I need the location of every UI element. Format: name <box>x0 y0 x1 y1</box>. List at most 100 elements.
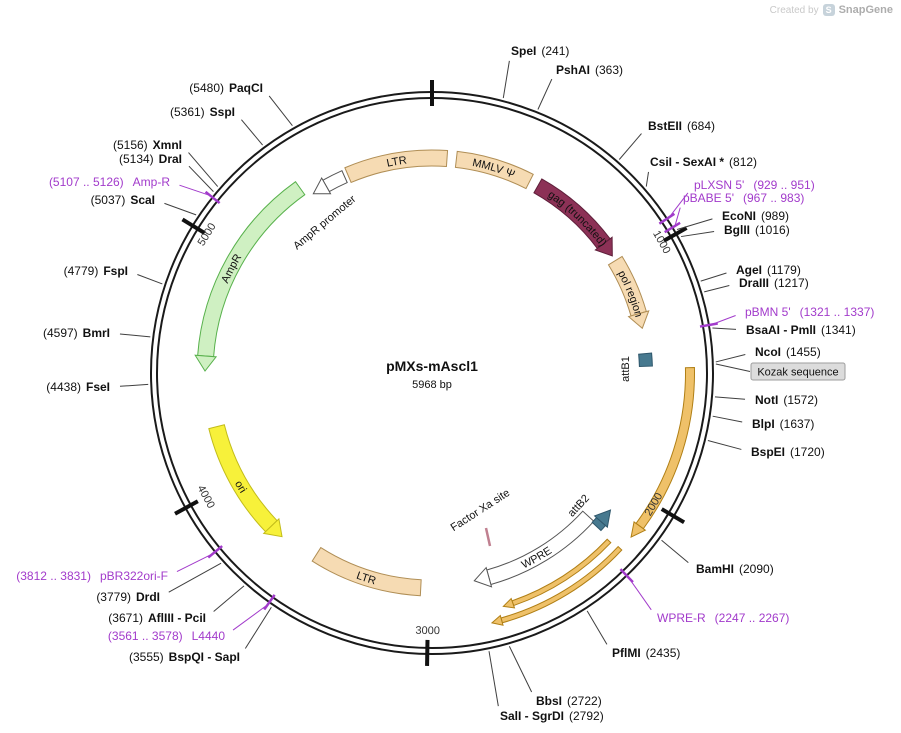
site-label-part2: (363) <box>595 63 623 77</box>
site-label-part1: pLXSN 5' <box>694 178 744 192</box>
feature-body-insert-arc <box>635 366 695 530</box>
site-label-part2: (2247 .. 2267) <box>715 611 790 625</box>
site-label-part2: ScaI <box>130 193 155 207</box>
feature-attb1: attB1 <box>620 352 653 382</box>
site-label-part2: (1321 .. 1337) <box>800 305 875 319</box>
site-label-part1: BglII <box>724 223 750 237</box>
leader-line-22 <box>232 604 268 631</box>
site-label-part2: XmnI <box>153 138 182 152</box>
watermark-brand: SnapGene <box>838 4 893 16</box>
site-label-sspi: (5361)SspI <box>170 105 235 119</box>
site-label-part1: SalI - SgrDI <box>500 709 564 723</box>
site-label-part2: (1217) <box>774 276 809 290</box>
leader-line-7 <box>681 231 715 238</box>
site-label-fsei: (4438)FseI <box>46 380 110 394</box>
leader-line-13 <box>714 396 746 400</box>
site-labels: SpeI(241)PshAI(363)BstEII(684)CsiI - Sex… <box>16 44 874 723</box>
leader-line-0 <box>502 60 510 99</box>
feature-body-mmlv-psi <box>454 150 534 190</box>
site-label-pbr322ori-f: (3812 .. 3831)pBR322ori-F <box>16 569 168 583</box>
feature-label-ampr-promoter: AmpR promoter <box>291 193 358 252</box>
site-label-part1: (3555) <box>129 650 164 664</box>
site-label-paqci: (5480)PaqCI <box>189 81 263 95</box>
site-label-part2: (1016) <box>755 223 790 237</box>
site-label-drdi: (3779)DrdI <box>96 590 160 604</box>
site-label-plxsn-5: pLXSN 5'(929 .. 951) <box>694 178 815 192</box>
leader-line-24 <box>168 562 222 593</box>
site-label-part2: (1179) <box>767 263 801 277</box>
feature-arrowhead-insert-arrow-inner <box>502 597 516 609</box>
site-label-pshai: PshAI(363) <box>556 63 623 77</box>
feature-arrowhead-insert-arc <box>630 521 647 538</box>
primer-mark-22 <box>263 594 276 611</box>
feature-arrowhead-ampr <box>194 354 218 372</box>
feature-pol-region: pol region <box>607 255 650 330</box>
feature-arrowhead-ampr-promoter <box>312 177 332 195</box>
site-label-part2: FspI <box>103 264 128 278</box>
kozak-leader-line <box>715 363 751 372</box>
site-label-part2: (2435) <box>646 646 681 660</box>
site-label-part1: BspEI <box>751 445 785 459</box>
feature-label-text-ltr-3prime: LTR <box>355 570 378 587</box>
site-label-pbmn-5: pBMN 5'(1321 .. 1337) <box>745 305 874 319</box>
primer-mark-25 <box>207 545 223 559</box>
leader-line-19 <box>508 646 533 693</box>
site-label-part1: (5156) <box>113 138 148 152</box>
leader-line-25 <box>176 553 214 572</box>
feature-body-ltr-5prime <box>344 149 449 184</box>
site-label-pflmi: PflMI(2435) <box>612 646 680 660</box>
site-label-part2: (1720) <box>790 445 825 459</box>
primer-mark-10 <box>699 322 718 328</box>
site-label-fspi: (4779) FspI <box>64 264 128 278</box>
leader-line-9 <box>704 284 730 293</box>
feature-label-ltr-3prime: LTR <box>355 570 378 587</box>
site-label-part1: BsaAI - PmlI <box>746 323 816 337</box>
site-label-part2: (1455) <box>786 345 821 359</box>
site-label-scai: (5037)ScaI <box>91 193 155 207</box>
feature-label-gag-truncated: gag (truncated) <box>546 189 609 249</box>
scale-label-3000: 3000 <box>415 625 440 637</box>
leader-line-11 <box>712 327 737 330</box>
site-label-part1: CsiI - SexAI * <box>650 155 724 169</box>
plasmid-title: pMXs-mAscl1 <box>386 358 478 374</box>
feature-arrowhead-pol-region <box>627 310 650 330</box>
site-label-part2: pBR322ori-F <box>100 569 168 583</box>
feature-gag-truncated: gag (truncated) <box>533 178 613 257</box>
site-label-bbsi: BbsI(2722) <box>536 694 602 708</box>
leader-line-12 <box>715 353 746 363</box>
leader-line-5 <box>674 207 681 227</box>
site-label-part2: (989) <box>761 209 789 223</box>
scale-tick-4000 <box>174 499 199 516</box>
leader-lines <box>119 60 751 707</box>
site-label-part1: BstEII <box>648 119 682 133</box>
primer-mark-17 <box>619 568 634 583</box>
site-label-bamhi: BamHI (2090) <box>696 562 774 576</box>
site-label-ncoi: NcoI (1455) <box>755 345 821 359</box>
leader-line-23 <box>213 585 245 612</box>
leader-line-4 <box>668 192 689 218</box>
feature-label-attb1: attB1 <box>620 356 632 382</box>
site-label-draiii: DraIII(1217) <box>739 276 809 290</box>
site-label-part2: (241) <box>541 44 569 58</box>
watermark-created-by: Created by <box>769 4 819 16</box>
feature-arrowhead-insert-arrow-outer <box>490 614 504 626</box>
site-label-part2: (684) <box>687 119 715 133</box>
site-label-part1: BbsI <box>536 694 562 708</box>
watermark: Created by S SnapGene <box>770 4 893 16</box>
leader-line-20 <box>488 651 499 707</box>
site-label-part1: NcoI <box>755 345 781 359</box>
feature-body-attb2 <box>591 516 607 532</box>
leader-line-28 <box>137 274 163 285</box>
feature-label-text-ori: ori <box>232 479 249 496</box>
site-label-part2: (1572) <box>783 393 818 407</box>
site-label-part2: (2792) <box>569 709 604 723</box>
feature-ltr-3prime: LTR <box>311 546 422 597</box>
feature-body-ampr-promoter <box>322 169 348 193</box>
site-label-part1: (4779) <box>64 264 99 278</box>
site-label-sali-sgrdi: SalI - SgrDI (2792) <box>500 709 604 723</box>
site-label-part1: (4438) <box>46 380 81 394</box>
site-label-part1: (5107 .. 5126) <box>49 175 124 189</box>
site-label-part1: BamHI <box>696 562 734 576</box>
feature-insert-arrow-outer <box>490 545 623 626</box>
site-label-part2: (2090) <box>739 562 774 576</box>
